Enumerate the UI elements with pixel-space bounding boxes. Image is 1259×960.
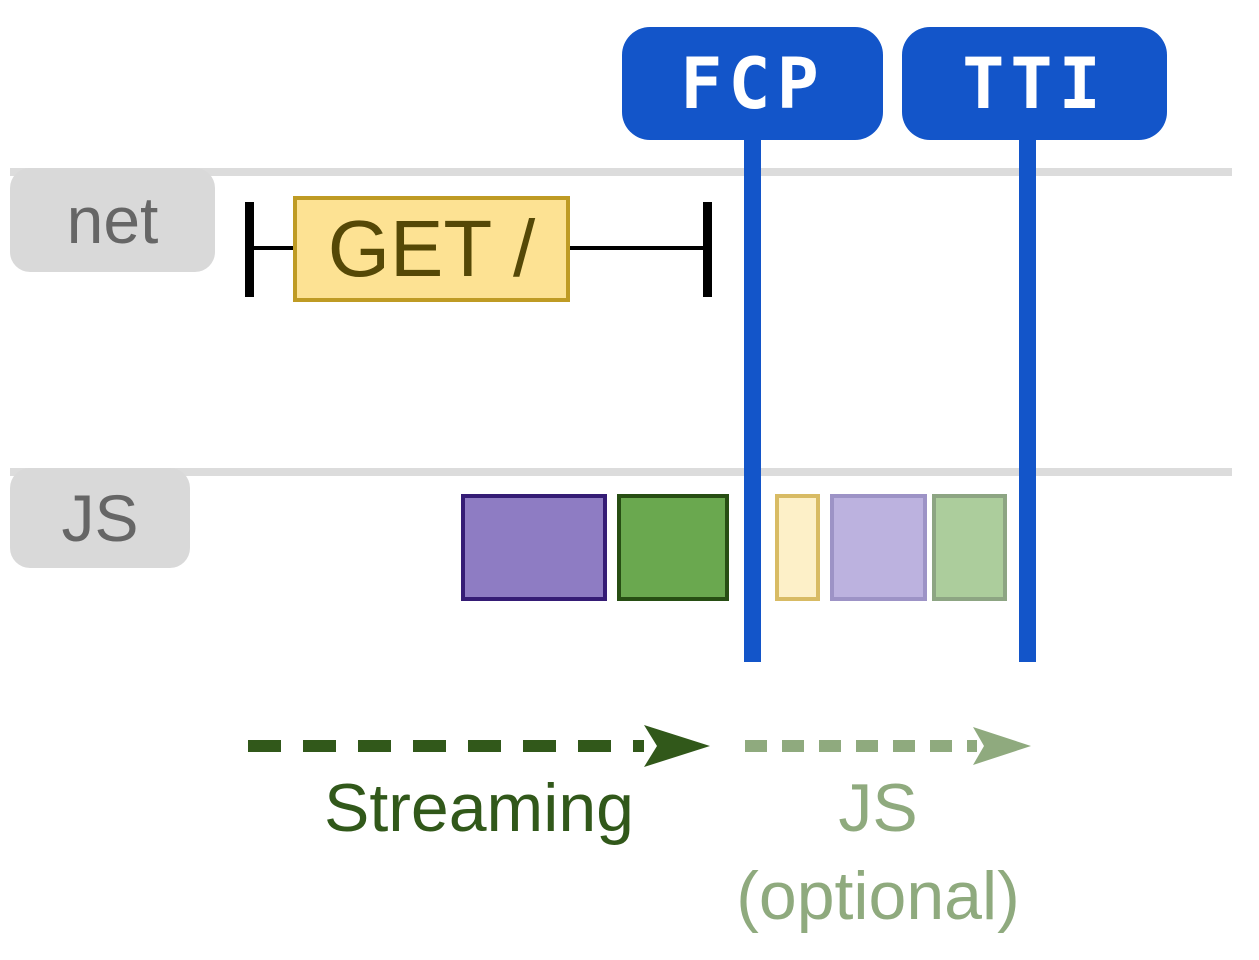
request-connector-left [252,246,297,250]
js-task-purple-faded [830,494,927,601]
streaming-label: Streaming [248,764,710,852]
js-task-yellow-faded [775,494,820,601]
js-task-green-solid [617,494,729,601]
request-start-tick [245,202,254,297]
tti-badge-label: TTI [962,42,1107,125]
get-request-box: GET / [293,196,570,302]
request-connector-right [566,246,706,250]
js-lane-label: JS [10,468,190,568]
js-task-green-faded [932,494,1007,601]
fcp-badge: FCP [622,27,883,140]
js-task-purple-solid [461,494,607,601]
js-optional-label: JS (optional) [722,764,1034,941]
fcp-badge-label: FCP [680,42,825,125]
js-optional-sublabel-text: (optional) [736,858,1020,935]
fcp-marker-line [744,138,761,662]
tti-badge: TTI [902,27,1167,140]
js-optional-arrow-icon [745,727,1031,765]
net-lane-line [10,168,1232,176]
request-end-tick [703,202,712,297]
tti-marker-line [1019,138,1036,662]
streaming-arrow-icon [248,725,710,767]
get-request-label: GET / [327,204,536,293]
js-lane-line [10,468,1232,476]
js-lane-label-text: JS [61,481,139,555]
net-lane-label-text: net [66,183,159,257]
net-lane-label: net [10,168,215,272]
js-optional-label-text: JS [838,770,918,846]
streaming-label-text: Streaming [324,770,634,846]
